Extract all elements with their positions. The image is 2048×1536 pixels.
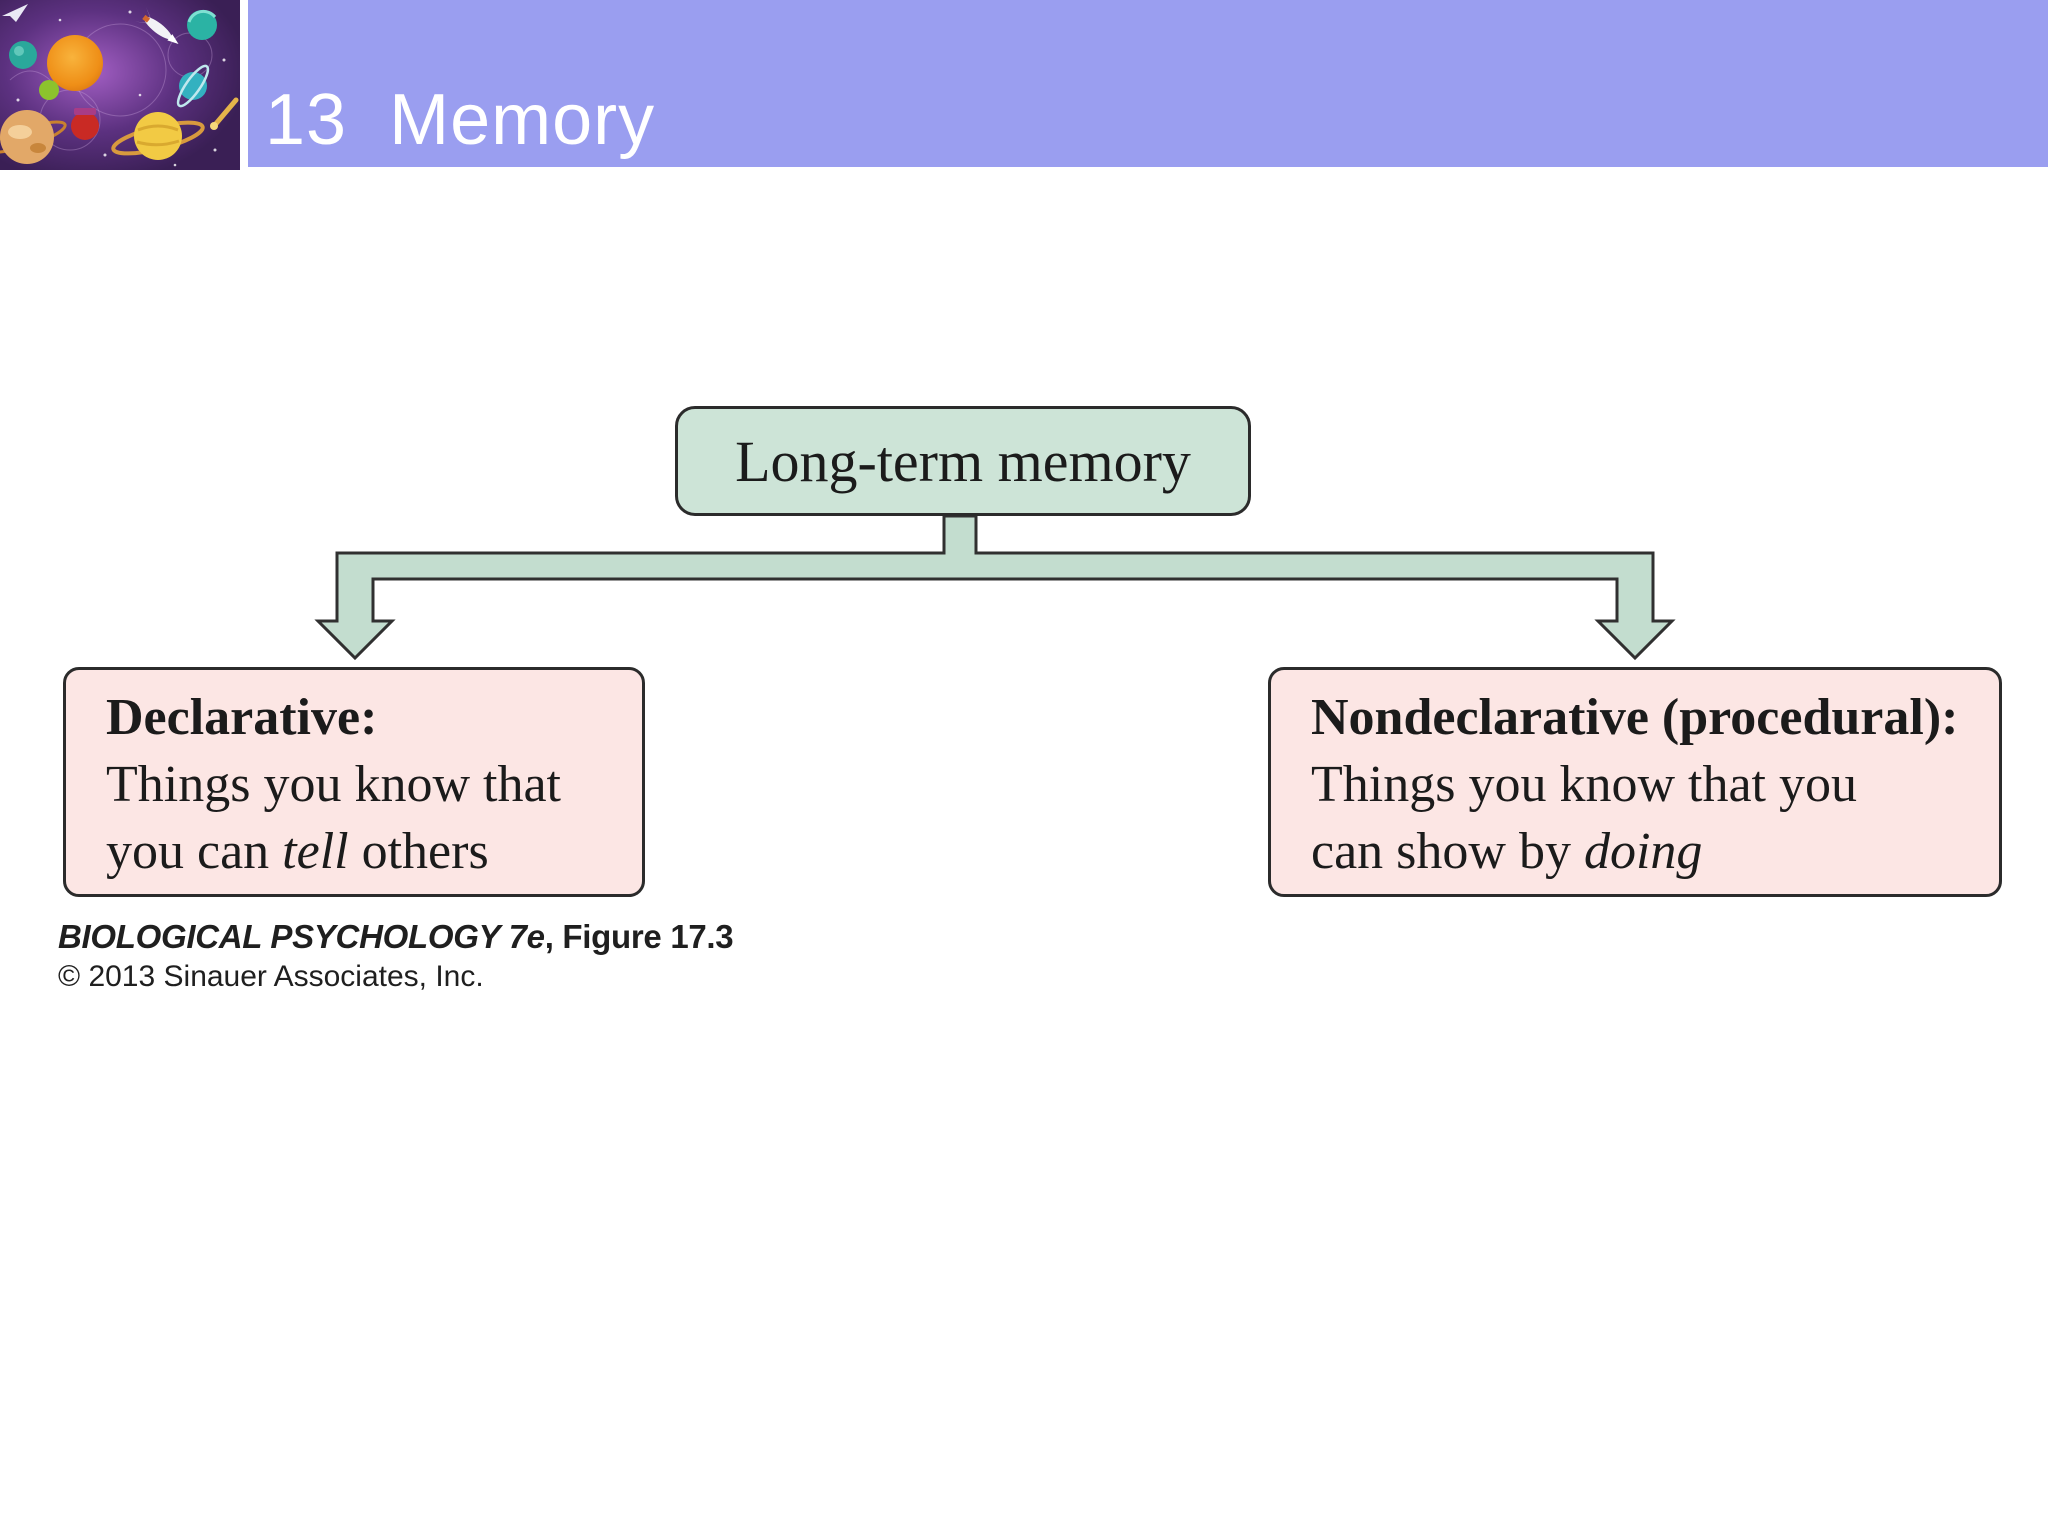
book-title: BIOLOGICAL PSYCHOLOGY 7e [58, 918, 545, 955]
node-long-term-memory-label: Long-term memory [735, 428, 1191, 494]
branch-connector-shape [314, 514, 1676, 661]
red-planet [71, 112, 99, 140]
space-shuttle [135, 7, 179, 45]
teal-planet-left [9, 41, 37, 69]
node-long-term-memory: Long-term memory [675, 406, 1251, 516]
solar-system-artwork [0, 0, 240, 170]
figure-number: , Figure 17.3 [544, 918, 734, 955]
node-declarative-title: Declarative: [106, 689, 378, 746]
node-declarative-line1: Things you know that [106, 756, 561, 813]
node-nondeclarative-line2: can show by doing [1311, 823, 1703, 880]
tan-planet [0, 110, 67, 164]
node-declarative-line2: you can tell others [106, 823, 489, 880]
node-declarative: Declarative: Things you know that you ca… [63, 667, 645, 897]
slide-title: 13 Memory [265, 80, 656, 160]
header-bar [248, 0, 2048, 167]
ringed-teal-planet [176, 64, 210, 108]
emphasis-tell: tell [282, 823, 349, 880]
copyright-line: © 2013 Sinauer Associates, Inc. [58, 960, 484, 993]
green-planet [39, 80, 59, 100]
emphasis-doing: doing [1583, 823, 1703, 880]
yellow-saturn [111, 112, 205, 160]
node-nondeclarative-line1: Things you know that you [1311, 756, 1857, 813]
paper-plane [2, 4, 28, 22]
sun [47, 35, 103, 91]
comet [210, 97, 239, 130]
figure-credit: BIOLOGICAL PSYCHOLOGY 7e, Figure 17.3 © … [58, 916, 734, 996]
teal-planet-top [187, 10, 217, 40]
node-nondeclarative: Nondeclarative (procedural): Things you … [1268, 667, 2002, 897]
figure-credit-line1: BIOLOGICAL PSYCHOLOGY 7e, Figure 17.3 [58, 916, 734, 958]
node-nondeclarative-title: Nondeclarative (procedural): [1311, 689, 1959, 746]
